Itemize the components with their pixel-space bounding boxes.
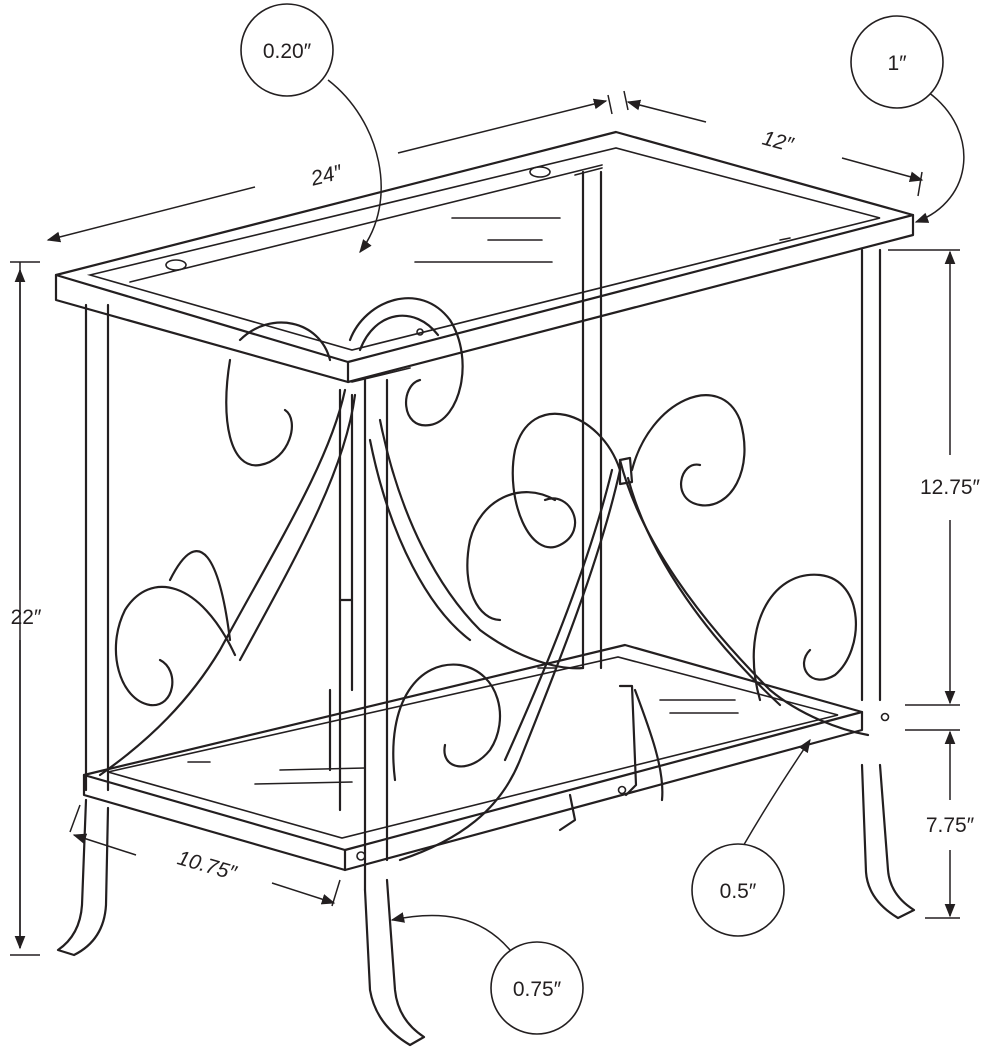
callout-glass-thickness: 0.20″	[240, 3, 334, 97]
shelf-depth-label: 10.75″	[175, 846, 241, 885]
leg-width-label: 0.75″	[513, 978, 562, 1001]
callout-rod-diameter: 0.5″	[691, 843, 785, 937]
back-legs	[581, 170, 916, 920]
width-label: 24″	[308, 160, 346, 190]
scroll-decoration	[98, 297, 870, 862]
front-legs	[56, 303, 426, 1047]
callout-leg-width: 0.75″	[490, 941, 584, 1035]
shelf-gap-label: 12.75″	[920, 476, 981, 499]
rod-diameter-label: 0.5″	[720, 880, 757, 903]
dimension-lines	[10, 79, 965, 956]
callout-frame-thickness: 1″	[850, 15, 944, 109]
depth-label: 12″	[760, 127, 797, 158]
frame-thickness-label: 1″	[887, 52, 907, 75]
shelf-height-label: 7.75″	[926, 814, 975, 837]
height-label: 22″	[11, 606, 42, 629]
table-illustration	[54, 130, 916, 1047]
table-top-frame	[54, 130, 915, 384]
glass-thickness-label: 0.20″	[263, 40, 312, 63]
bottom-shelf	[82, 643, 890, 872]
